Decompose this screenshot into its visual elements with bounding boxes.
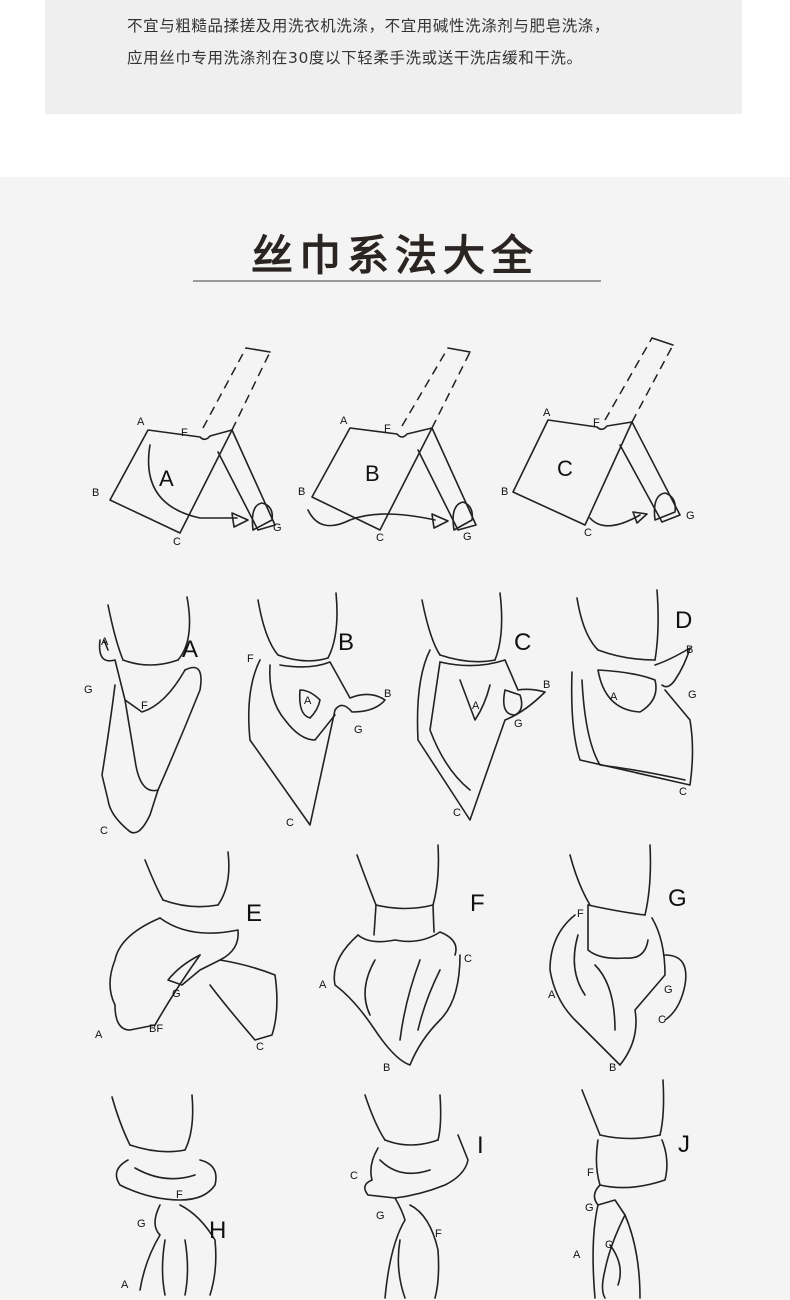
style-e-label-c: C [256, 1041, 264, 1053]
style-d-letter: D [675, 607, 692, 634]
style-b-label-f: F [247, 653, 254, 665]
style-e-label-g: G [172, 988, 181, 1000]
style-g-letter: G [668, 885, 687, 912]
style-i-illustration: C G F I [350, 1094, 484, 1299]
fold-b-label-c: C [376, 532, 384, 544]
style-a-label-f: F [141, 700, 148, 712]
style-h-letter: H [209, 1217, 226, 1244]
style-c-label-a: A [472, 700, 480, 712]
fold-c-letter: C [557, 456, 573, 481]
style-j-letter: J [678, 1131, 690, 1158]
fold-c-label-a: A [543, 407, 551, 419]
fold-c-label-f: F [593, 417, 600, 429]
style-j-label-g: G [585, 1202, 594, 1214]
style-a-label-c: C [100, 825, 108, 837]
style-g-label-c: C [658, 1014, 666, 1026]
style-b-illustration: F A B G C B [247, 592, 391, 829]
style-h-label-f: F [176, 1189, 183, 1201]
style-b-label-c: C [286, 817, 294, 829]
guide-title: 丝巾系法大全 [250, 231, 539, 280]
fold-b-label-f: F [384, 423, 391, 435]
style-f-label-b: B [383, 1062, 390, 1074]
fold-b-label-b: B [298, 486, 305, 498]
style-e-letter: E [246, 900, 262, 927]
style-c-letter: C [514, 629, 531, 656]
style-e-label-bf: BF [149, 1023, 163, 1035]
fold-a-label-g: G [273, 522, 282, 534]
style-c-label-b: B [543, 679, 550, 691]
style-h-label-g: G [137, 1218, 146, 1230]
style-a-label-a: A [101, 636, 109, 648]
style-b-label-b: B [384, 688, 391, 700]
style-d-illustration: A B G C D [570, 589, 697, 798]
style-j-label-a: A [573, 1249, 581, 1261]
style-g-label-g: G [664, 984, 673, 996]
title-underline [193, 280, 601, 282]
style-i-label-c: C [350, 1170, 358, 1182]
style-f-label-a: A [319, 979, 327, 991]
care-text-line-1: 不宜与粗糙品揉搓及用洗衣机洗涤，不宜用碱性洗涤剂与肥皂洗涤， [127, 17, 611, 35]
style-f-illustration: A C B F [319, 844, 485, 1074]
style-e-illustration: G A BF C E [95, 851, 278, 1053]
style-g-label-f: F [577, 908, 584, 920]
style-c-label-c: C [453, 807, 461, 819]
style-c-illustration: A B G C C [416, 592, 550, 821]
style-f-label-c: C [464, 953, 472, 965]
fold-diagram-c: A F B C G C [501, 337, 695, 539]
style-d-label-a: A [610, 691, 618, 703]
style-j-illustration: F G C A J [573, 1079, 690, 1299]
fold-diagram-a: A F B C G A [92, 347, 282, 548]
style-i-label-f: F [435, 1228, 442, 1240]
care-text-line-2: 应用丝巾专用洗涤剂在30度以下轻柔手洗或送干洗店缓和干洗。 [127, 49, 583, 67]
style-g-illustration: F A G C B G [548, 844, 687, 1074]
fold-diagram-b: A F B C G B [298, 347, 477, 544]
style-h-illustration: F G A H [111, 1094, 226, 1296]
fold-c-label-g: G [686, 510, 695, 522]
style-g-label-a: A [548, 989, 556, 1001]
fold-a-label-c: C [173, 536, 181, 548]
fold-c-label-c: C [584, 527, 592, 539]
style-a-illustration: A G F C A [84, 596, 202, 837]
style-i-label-g: G [376, 1210, 385, 1222]
style-d-label-b: B [686, 644, 693, 656]
style-d-label-c: C [679, 786, 687, 798]
fold-a-label-f: F [181, 427, 188, 439]
care-instructions-panel: 不宜与粗糙品揉搓及用洗衣机洗涤，不宜用碱性洗涤剂与肥皂洗涤， 应用丝巾专用洗涤剂… [45, 0, 742, 114]
fold-a-letter: A [159, 466, 174, 491]
style-f-letter: F [470, 890, 485, 917]
fold-c-label-b: B [501, 486, 508, 498]
style-j-label-f: F [587, 1167, 594, 1179]
fold-b-letter: B [365, 461, 380, 486]
style-j-label-c: C [605, 1239, 613, 1251]
style-e-label-a: A [95, 1029, 103, 1041]
style-b-letter: B [338, 629, 354, 656]
style-d-label-g: G [688, 689, 697, 701]
style-a-letter: A [182, 636, 198, 663]
style-h-label-a: A [121, 1279, 129, 1291]
style-b-label-a: A [304, 695, 312, 707]
fold-b-label-a: A [340, 415, 348, 427]
fold-a-label-a: A [137, 416, 145, 428]
style-b-label-g: G [354, 724, 363, 736]
style-c-label-g: G [514, 718, 523, 730]
style-i-letter: I [477, 1132, 484, 1159]
fold-a-label-b: B [92, 487, 99, 499]
style-g-label-b: B [609, 1062, 616, 1074]
fold-b-label-g: G [463, 531, 472, 543]
style-a-label-g: G [84, 684, 93, 696]
